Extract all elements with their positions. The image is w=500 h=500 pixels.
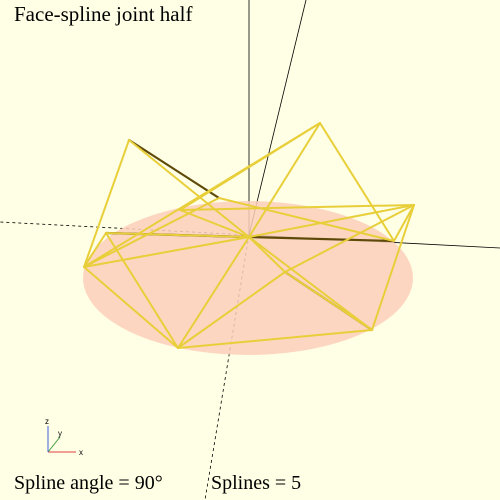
edge — [83, 122, 321, 268]
model-title: Face-spline joint half — [14, 2, 193, 26]
edge — [83, 232, 107, 268]
edge — [248, 236, 373, 331]
edge — [218, 197, 395, 242]
edge — [83, 139, 130, 268]
edge — [179, 204, 415, 211]
edge — [177, 236, 250, 349]
edge — [83, 266, 179, 349]
dark-edge — [127, 138, 221, 200]
splines-count-label: Splines = 5 — [211, 472, 302, 494]
spline-angle-label: Spline angle = 90° — [14, 472, 163, 494]
edge — [248, 236, 286, 273]
indicator-label-x: x — [79, 448, 83, 457]
edge — [248, 204, 415, 238]
axis-y-positive — [248, 0, 307, 236]
edge — [284, 204, 415, 273]
base-disc — [83, 201, 413, 355]
wireframe-edges — [83, 122, 415, 349]
axes-indicator: x y z — [45, 417, 83, 457]
edge — [248, 122, 321, 238]
edge — [128, 139, 250, 238]
edge — [179, 209, 250, 238]
indicator-label-y: y — [58, 429, 62, 438]
edge — [177, 271, 286, 349]
edge — [284, 271, 373, 331]
dark-edge — [247, 235, 396, 243]
edge — [105, 232, 250, 238]
edge — [177, 329, 373, 349]
edge — [393, 204, 415, 242]
edge — [83, 236, 250, 268]
edge — [371, 204, 415, 331]
indicator-axis-y — [47, 436, 61, 453]
indicator-label-z: z — [45, 417, 49, 426]
edge — [105, 232, 179, 349]
